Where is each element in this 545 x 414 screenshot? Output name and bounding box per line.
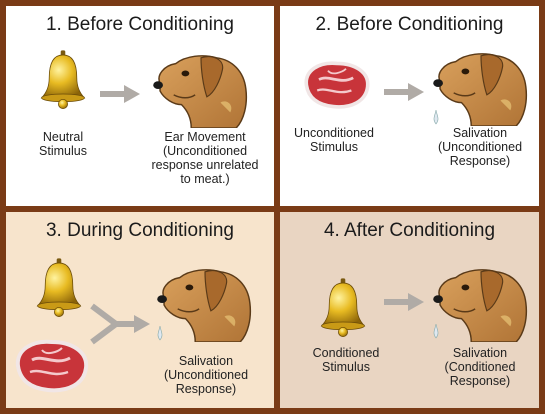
steak-icon (12, 336, 92, 396)
bell-icon (320, 276, 366, 342)
saliva-drop-icon (156, 326, 164, 340)
dog-head-icon (432, 264, 530, 342)
panel-title: 1. Before Conditioning (6, 14, 274, 36)
panel-before-conditioning-1: 1. Before Conditioning Neutral Stimulus … (6, 6, 274, 206)
merge-arrow-icon (88, 300, 150, 348)
response-label: Salivation (Unconditioned Response) (152, 354, 260, 396)
stimulus-label: Conditioned Stimulus (298, 346, 394, 374)
dog-head-icon (432, 48, 530, 126)
dog-head-icon (152, 50, 250, 128)
panel-before-conditioning-2: 2. Before Conditioning Unconditioned Sti… (280, 6, 539, 206)
stimulus-label: Neutral Stimulus (20, 130, 106, 158)
arrow-right-icon (100, 84, 140, 104)
bell-icon (36, 256, 82, 322)
panel-after-conditioning: 4. After Conditioning Conditioned Stimul… (280, 212, 539, 408)
response-label: Salivation (Unconditioned Response) (426, 126, 534, 168)
response-label: Salivation (Conditioned Response) (426, 346, 534, 388)
steak-icon (300, 58, 374, 112)
saliva-drop-icon (432, 110, 440, 124)
arrow-right-icon (384, 292, 424, 312)
panel-during-conditioning: 3. During Conditioning Salivation (Uncon… (6, 212, 274, 408)
response-label: Ear Movement (Unconditioned response unr… (142, 130, 268, 186)
saliva-drop-icon (432, 324, 440, 338)
stimulus-label: Unconditioned Stimulus (286, 126, 382, 154)
arrow-right-icon (384, 82, 424, 102)
panel-title: 3. During Conditioning (6, 220, 274, 242)
dog-head-icon (156, 264, 254, 342)
panel-title: 4. After Conditioning (280, 220, 539, 242)
bell-icon (40, 48, 86, 114)
panel-title: 2. Before Conditioning (280, 14, 539, 36)
